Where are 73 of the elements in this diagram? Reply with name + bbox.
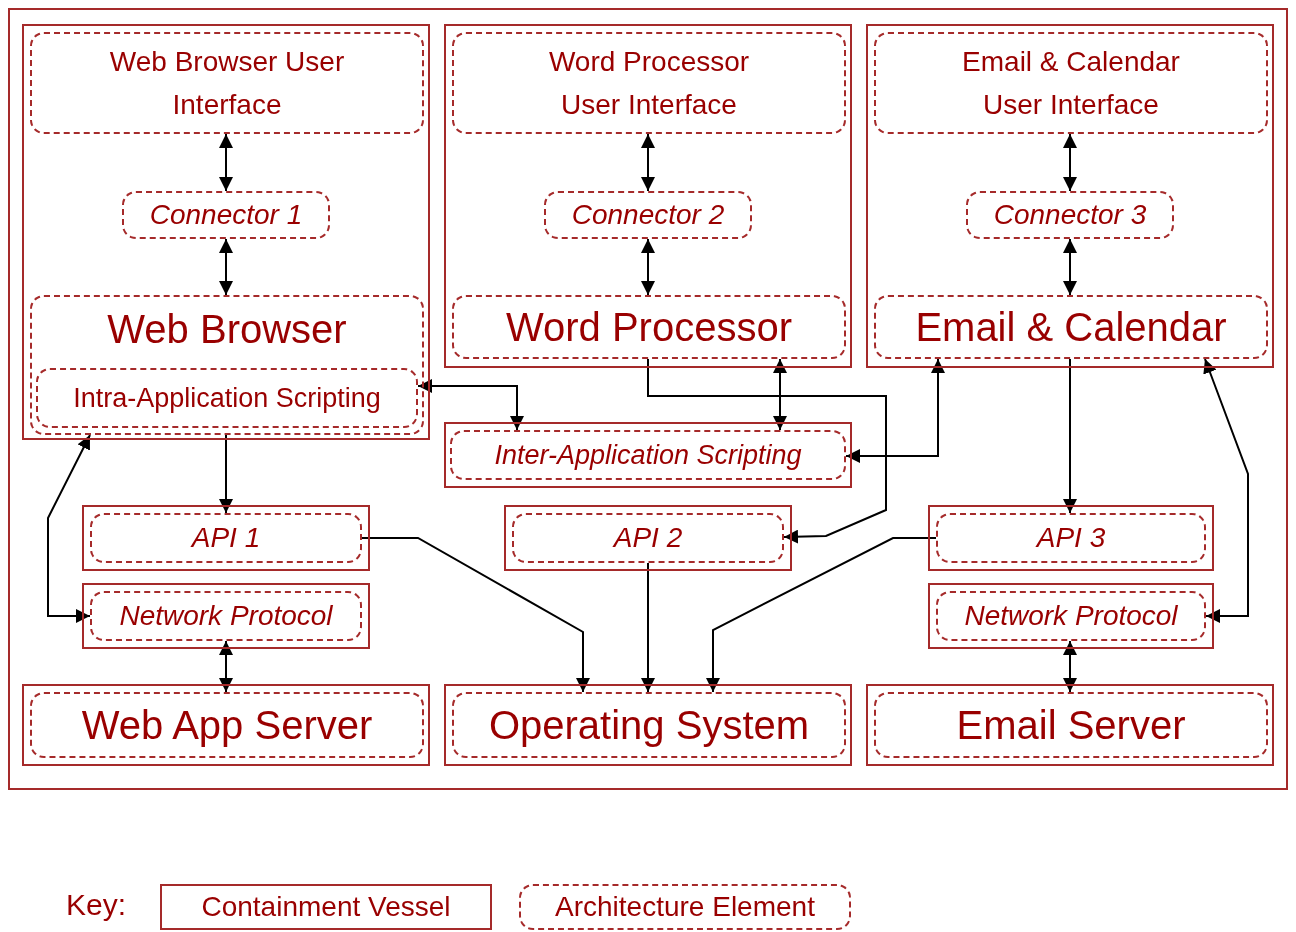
- architecture-element: [30, 295, 424, 435]
- architecture-element: [30, 692, 424, 758]
- architecture-element: [122, 191, 330, 239]
- containment-vessel: [444, 422, 852, 488]
- element-label: Connector 3: [993, 198, 1147, 232]
- element-label: Network Protocol: [119, 599, 333, 633]
- arrow: [706, 537, 937, 693]
- arrow: [361, 537, 590, 693]
- legend-label: Containment Vessel: [201, 890, 451, 924]
- element-label: Connector 2: [571, 198, 725, 232]
- element-label: Connector 1: [149, 198, 303, 232]
- arrow: [417, 379, 524, 431]
- architecture-element: [452, 692, 846, 758]
- arrow: [1203, 358, 1249, 623]
- architecture-element: [452, 295, 846, 359]
- element-label: Word Processor User Interface: [547, 44, 751, 122]
- architecture-element: [36, 368, 418, 428]
- containment-vessel: [8, 8, 1288, 790]
- architecture-element: [874, 295, 1268, 359]
- element-label: Word Processor: [506, 304, 792, 351]
- arrow: [1063, 358, 1077, 514]
- containment-vessel: [866, 684, 1274, 766]
- arrow: [1063, 238, 1077, 296]
- containment-vessel: [504, 505, 792, 571]
- architecture-element: [90, 513, 362, 563]
- containment-vessel: [928, 583, 1214, 649]
- element-label: Web App Server: [81, 702, 373, 749]
- element-label: API 2: [613, 521, 683, 555]
- element-label: Web Browser: [107, 306, 347, 353]
- arrow: [1063, 640, 1077, 693]
- containment-vessel: [444, 684, 852, 766]
- architecture-element: [90, 591, 362, 641]
- arrow: [641, 562, 655, 693]
- arrow: [219, 434, 233, 514]
- containment-vessel: [22, 24, 430, 440]
- arrow: [641, 238, 655, 296]
- containment-vessel: [928, 505, 1214, 571]
- architecture-element: [512, 513, 784, 563]
- containment-vessel: [444, 24, 852, 368]
- legend-label: Architecture Element: [555, 890, 815, 924]
- containment-vessel: [866, 24, 1274, 368]
- arrow: [773, 358, 787, 431]
- arrow: [47, 434, 91, 623]
- arrow: [219, 133, 233, 192]
- element-label: API 1: [191, 521, 261, 555]
- element-label: Web Browser User Interface: [108, 44, 346, 122]
- arrow: [1063, 133, 1077, 192]
- containment-vessel: [82, 583, 370, 649]
- element-label: Operating System: [488, 702, 810, 749]
- element-label: Intra-Application Scripting: [73, 381, 381, 415]
- element-label: Email Server: [956, 702, 1186, 749]
- architecture-element: [30, 32, 424, 134]
- element-label: Inter-Application Scripting: [494, 438, 802, 472]
- architecture-element: [450, 430, 846, 480]
- architecture-element: [966, 191, 1174, 239]
- element-label: Email & Calendar: [915, 304, 1227, 351]
- arrow: [219, 238, 233, 296]
- containment-vessel: [82, 505, 370, 571]
- architecture-element: [452, 32, 846, 134]
- architecture-element: [936, 513, 1206, 563]
- element-label: Email & Calendar User Interface: [961, 44, 1181, 122]
- element-label: API 3: [1036, 521, 1106, 555]
- architecture-element: [874, 32, 1268, 134]
- architecture-element: [874, 692, 1268, 758]
- arrow: [641, 133, 655, 192]
- arrow: [219, 640, 233, 693]
- arrow: [647, 358, 887, 544]
- containment-vessel: [22, 684, 430, 766]
- key-label: Key:: [66, 888, 127, 922]
- element-label: Network Protocol: [964, 599, 1178, 633]
- architecture-element: [544, 191, 752, 239]
- arrow: [845, 358, 945, 463]
- architecture-element: [936, 591, 1206, 641]
